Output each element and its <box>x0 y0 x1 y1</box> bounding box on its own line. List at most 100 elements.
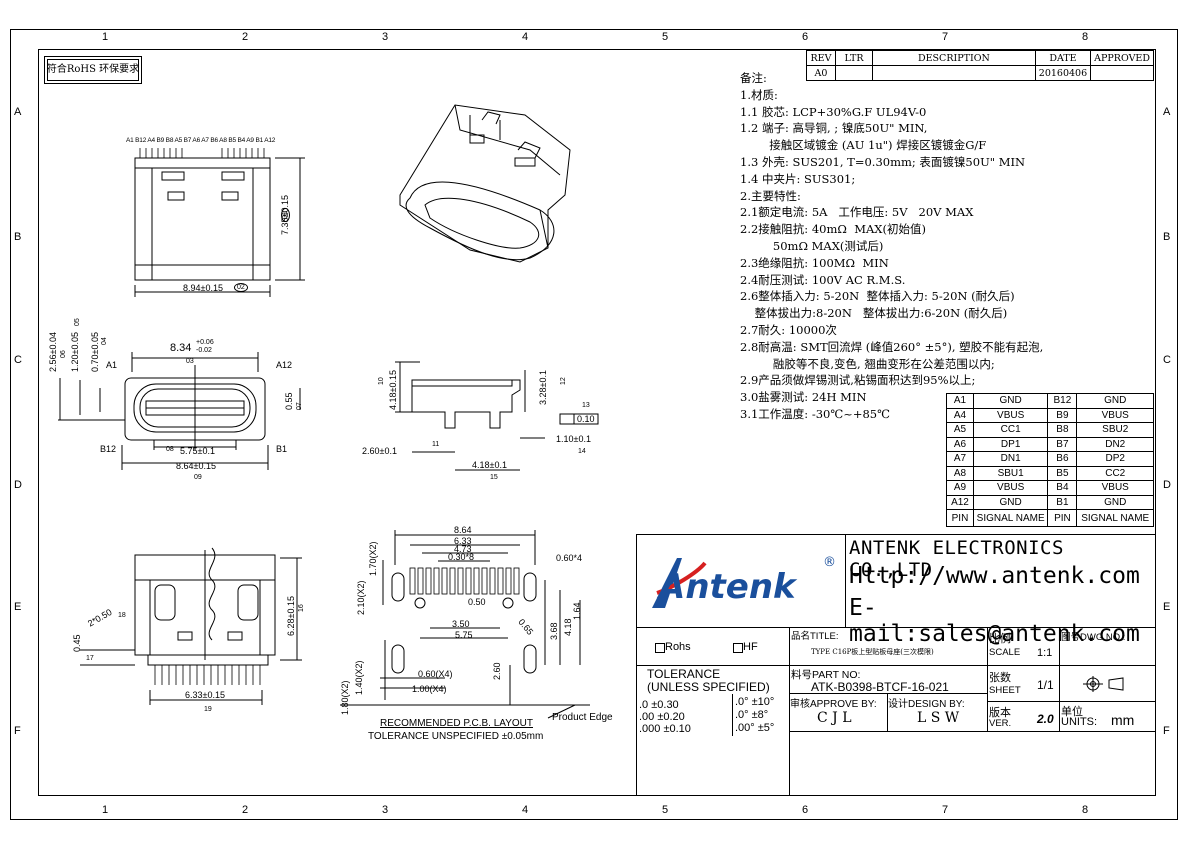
note-line: 2.8耐高温: SMT回流焊 (峰值260° ±5°), 塑胶不能有起泡, <box>740 339 1044 354</box>
side-tag-13: 13 <box>582 402 590 409</box>
bottom-0-45: 0.45 <box>72 634 82 652</box>
zone-number-bottom-3: 3 <box>382 804 389 816</box>
pcb-3-68: 3.68 <box>549 622 559 640</box>
bottom-tag-19: 19 <box>204 706 212 713</box>
logo-swoosh-icon <box>652 558 707 608</box>
dim-0-55: 0.55 <box>284 392 294 410</box>
sheet-cell: 张数 SHEET 1/1 <box>987 665 1060 702</box>
hf-checkbox <box>733 643 743 653</box>
pcb-4-18: 4.18 <box>563 618 573 636</box>
dim-front-width: 8.34 <box>170 342 192 354</box>
title-block-bottom-row <box>789 731 1155 796</box>
part-cell: 料号PART NO: ATK-B0398-BTCF-16-021 <box>789 665 988 694</box>
version-value: 2.0 <box>1037 712 1054 726</box>
note-line: 1.3 外壳: SUS201, T=0.30mm; 表面镀镍50U" MIN <box>740 154 1026 169</box>
approve-value: C J L <box>817 710 852 726</box>
linear-tol-0: .0 ±0.30 <box>639 699 679 711</box>
zone-number-bottom-5: 5 <box>662 804 669 816</box>
zone-letter-right-B: B <box>1163 231 1171 243</box>
note-line: 2.1额定电流: 5A 工作电压: 5V 20V MAX <box>740 205 974 220</box>
title-label: 品名TITLE: <box>791 631 839 642</box>
scale-cell: 比例 SCALE 1:1 <box>987 627 1060 665</box>
side-4-18b: 4.18±0.1 <box>472 460 507 470</box>
pcb-layout <box>340 530 590 719</box>
tolerance-cell: TOLERANCE (UNLESS SPECIFIED) .0 ±0.30 .0… <box>637 665 790 796</box>
bottom-tag-16: 16 <box>298 604 305 612</box>
rohs-label: Rohs <box>665 641 691 653</box>
zone-letter-right-D: D <box>1163 479 1171 491</box>
company-name: ANTENK ELECTRONICS CO.,LTD <box>849 537 1064 581</box>
note-line: 3.1工作温度: -30℃~+85℃ <box>740 406 890 421</box>
angular-tol-2: .00° ±5° <box>735 722 775 734</box>
hf-label: HF <box>743 641 758 653</box>
zone-number-top-6: 6 <box>802 31 809 43</box>
approve-label: 审核APPROVE BY: <box>790 699 877 710</box>
dim-top-width-tag: 02 <box>234 283 248 292</box>
dim-tag-08: 08 <box>166 446 174 453</box>
pcb-2-10: 2.10(X2) <box>356 580 366 615</box>
note-line: 2.2接触阻抗: 40mΩ MAX(初始值) <box>740 222 926 237</box>
dim-2-56: 2.56±0.04 <box>48 332 58 372</box>
zone-number-top-2: 2 <box>242 31 249 43</box>
pin-table-header-cell: SIGNAL NAME <box>972 509 1049 527</box>
pcb-1-64: 1.64 <box>572 602 582 620</box>
signal-name: DN1 <box>972 451 1049 467</box>
zone-letter-left-F: F <box>14 725 21 737</box>
pcb-tolerance: TOLERANCE UNSPECIFIED ±0.05mm <box>368 731 544 742</box>
dim-front-width-tol-up: +0.06 <box>196 339 214 346</box>
note-line: 融胶等不良,变色, 翘曲变形在公差范围以内; <box>740 356 995 371</box>
design-cell: 设计DESIGN BY: L S W <box>887 693 988 732</box>
bottom-tag-18: 18 <box>118 612 126 619</box>
side-tag-15: 15 <box>490 474 498 481</box>
inner-frame <box>38 49 1156 796</box>
part-label: 料号PART NO: <box>791 669 861 681</box>
dim-5-75: 5.75±0.1 <box>180 446 215 456</box>
zone-number-bottom-4: 4 <box>522 804 529 816</box>
zone-number-bottom-8: 8 <box>1082 804 1089 816</box>
pcb-5-75: 5.75 <box>455 630 473 640</box>
part-value: ATK-B0398-BTCF-16-021 <box>811 680 949 694</box>
units-label-en: UNITS: <box>1061 716 1098 728</box>
pcb-1-70: 1.70(X2) <box>368 541 378 576</box>
logo-text: Antenk <box>659 567 796 607</box>
zone-number-top-8: 8 <box>1082 31 1089 43</box>
bottom-6-33: 6.33±0.15 <box>185 690 225 700</box>
scale-label-en: SCALE <box>989 647 1021 658</box>
zone-letter-left-A: A <box>14 106 22 118</box>
revision-table: REV LTR DESCRIPTION DATE APPROVED A0 201… <box>806 50 1154 81</box>
zone-number-top-3: 3 <box>382 31 389 43</box>
dim-top-width: 8.94±0.15 <box>183 283 223 293</box>
zone-letter-left-E: E <box>14 601 22 613</box>
side-1-10: 1.10±0.1 <box>556 434 591 444</box>
note-line: 备注: <box>740 71 767 85</box>
dim-front-width-tol-dn: -0.02 <box>196 347 212 354</box>
dwg-label: 图号DWG NO.: <box>1061 632 1126 643</box>
date-value: 20160406 <box>1034 65 1092 81</box>
pcb-0-60x4: 0.60*4 <box>556 553 583 563</box>
tolerance-divider <box>732 694 733 736</box>
pcb-0-50: 0.50 <box>468 597 486 607</box>
pcb-3-50: 3.50 <box>452 619 470 629</box>
note-line: 1.4 中夹片: SUS301; <box>740 171 856 186</box>
zone-letter-right-E: E <box>1163 601 1171 613</box>
company-email: E-mail:sales@antenk.com <box>849 595 1140 647</box>
projection-cell <box>1059 665 1155 702</box>
company-website: Http://www.antenk.com <box>849 563 1140 589</box>
zone-letter-right-F: F <box>1163 725 1170 737</box>
dim-tag-06: 06 <box>60 350 67 358</box>
note-line: 2.3绝缘阻抗: 100MΩ MIN <box>740 255 889 270</box>
zone-number-top-7: 7 <box>942 31 949 43</box>
side-2-60: 2.60±0.1 <box>362 446 397 456</box>
note-line: 2.4耐压测试: 100V AC R.M.S. <box>740 272 906 287</box>
scale-label: 比例 <box>989 633 1011 645</box>
version-label: 版本 <box>989 707 1011 719</box>
angular-tol-1: .0° ±8° <box>735 709 769 721</box>
pcb-1-80: 1.80(X2) <box>340 680 350 715</box>
bottom-tag-17: 17 <box>86 655 94 662</box>
units-label: 单位 <box>1061 706 1083 718</box>
